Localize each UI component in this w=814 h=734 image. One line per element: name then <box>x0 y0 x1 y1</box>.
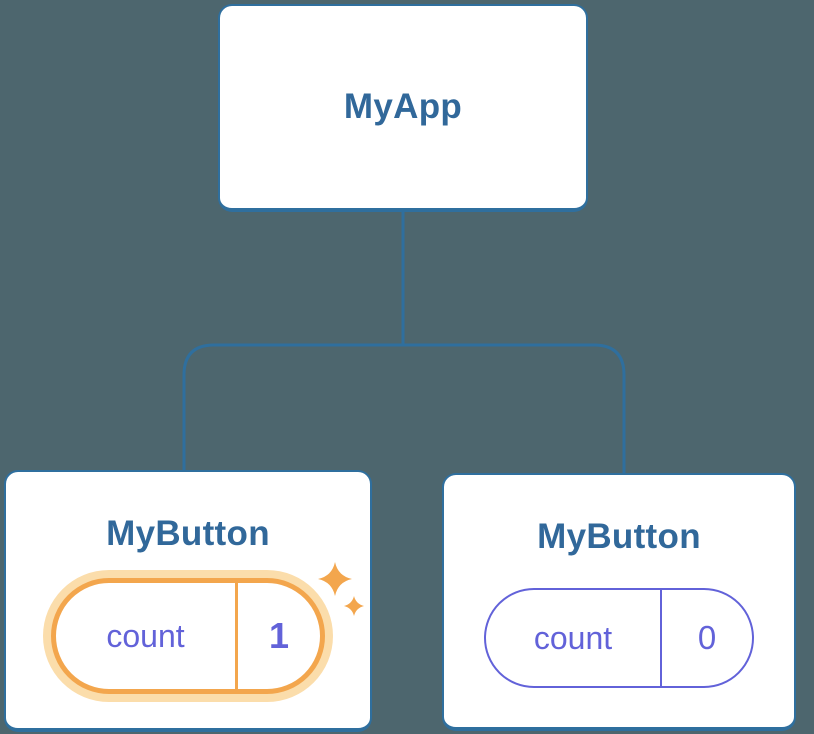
sparkles-icon <box>318 562 364 616</box>
tree-node-mybutton-2: MyButton count 0 <box>442 473 796 731</box>
tree-node-myapp: MyApp <box>218 4 588 212</box>
node-title: MyButton <box>537 517 701 556</box>
state-value: 1 <box>268 615 290 656</box>
state-pill-divider <box>235 583 238 689</box>
node-title: MyButton <box>106 514 270 553</box>
state-pill-highlighted: count 1 <box>51 578 325 694</box>
state-label: count <box>106 617 185 654</box>
tree-node-mybutton-1: MyButton count 1 <box>4 470 372 732</box>
state-pill: count 0 <box>484 588 754 688</box>
state-pill-divider <box>660 590 662 686</box>
state-value: 0 <box>697 619 717 656</box>
state-label: count <box>533 619 613 656</box>
node-title: MyApp <box>343 87 463 126</box>
